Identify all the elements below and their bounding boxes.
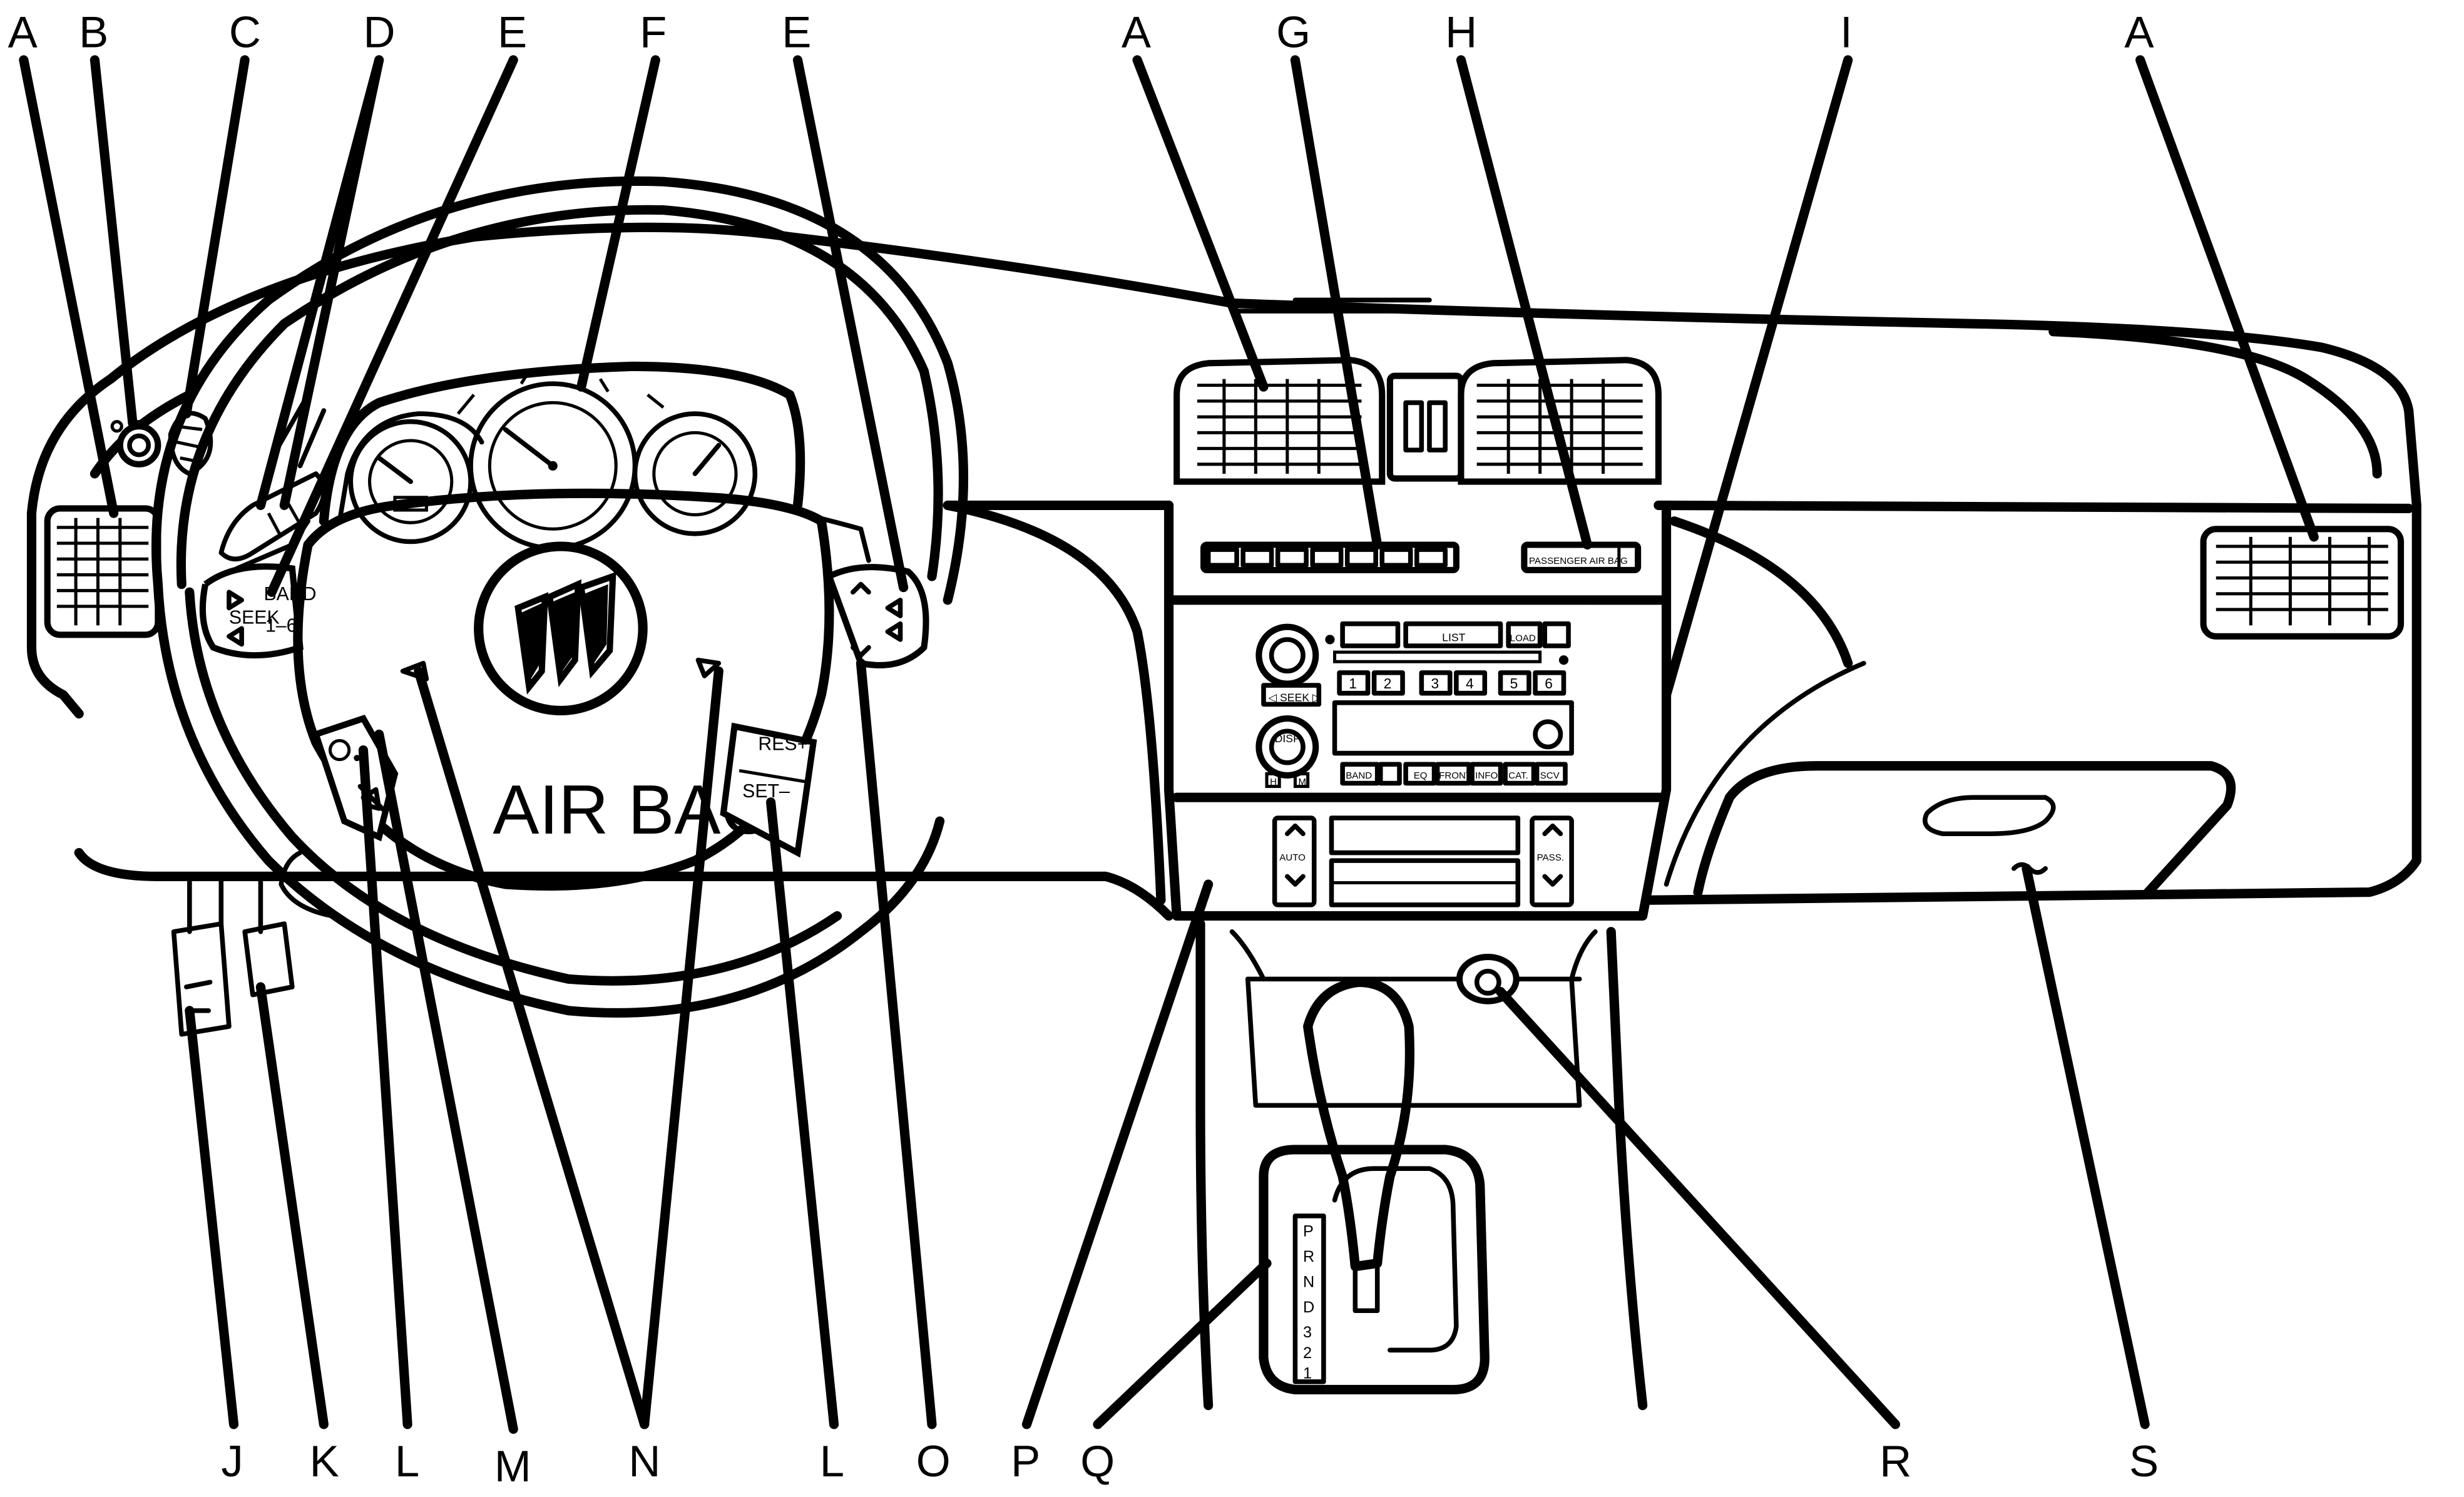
callout-c: C — [229, 8, 261, 57]
minute-label: M — [1298, 777, 1306, 787]
radio-bottom-buttons: BAND EQ FRONT INFO CAT. SCV — [1340, 762, 1568, 786]
tune-knob: DISP H M — [1255, 715, 1319, 789]
disp-label: DISP — [1275, 732, 1301, 745]
callout-labels-bottom: J K L M N L O P Q R S — [221, 1436, 2159, 1491]
preset-buttons: 1 2 3 4 5 6 — [1337, 670, 1567, 696]
seek-label: SEEK — [229, 608, 280, 628]
steering-wheel-hub — [293, 488, 871, 891]
callout-labels-top: A B C D E F E A G H I A — [8, 8, 2154, 57]
shift-position-r: R — [1303, 1248, 1314, 1265]
callout-s: S — [2129, 1436, 2159, 1486]
info-button-label: INFO — [1475, 770, 1498, 781]
preset-4: 4 — [1466, 675, 1474, 692]
callout-q: Q — [1080, 1436, 1115, 1486]
lower-right-spoke-controls: RES+ SET– — [720, 722, 817, 858]
shift-position-2: 2 — [1303, 1344, 1312, 1362]
passenger-airbag-indicator: PASSENGER AIR BAG — [1521, 541, 1642, 573]
callout-g: G — [1276, 8, 1311, 57]
center-vent-right-icon — [1458, 357, 1662, 485]
steering-wheel — [151, 176, 969, 1018]
headlamp-switch — [110, 420, 161, 467]
shift-position-3: 3 — [1303, 1324, 1312, 1341]
center-vent-left-icon — [1173, 357, 1386, 485]
callout-e-left: E — [498, 8, 527, 57]
callout-a-center: A — [1122, 8, 1151, 57]
shift-lever — [1303, 977, 1414, 1314]
preset-6: 6 — [1545, 675, 1553, 692]
auto-label: AUTO — [1279, 852, 1306, 863]
fuel-temp-gauge-icon — [632, 411, 758, 536]
power-icon — [1255, 623, 1319, 687]
passenger-airbag-label: PASSENGER AIR BAG — [1529, 556, 1628, 566]
callout-j: J — [221, 1436, 243, 1486]
eq-button-label: EQ — [1414, 770, 1428, 781]
cat-button-label: CAT. — [1508, 770, 1528, 781]
pedals — [171, 874, 295, 1037]
speedometer-icon — [468, 381, 638, 551]
buick-emblem-icon — [474, 541, 648, 716]
horn-icon — [400, 657, 722, 682]
hour-label: H — [1270, 777, 1277, 787]
seek-buttons-label: ◁ SEEK ▷ — [1269, 691, 1322, 703]
preset-3: 3 — [1431, 675, 1439, 692]
hazard-switch-housing — [1386, 372, 1465, 482]
resume-label: RES+ — [758, 734, 808, 755]
callout-b: B — [79, 8, 108, 57]
callout-l-left: L — [395, 1436, 419, 1486]
scv-button-label: SCV — [1540, 770, 1560, 781]
callout-d: D — [363, 8, 395, 57]
callout-a-right: A — [2124, 8, 2154, 57]
shift-position-p: P — [1303, 1223, 1314, 1240]
indicator-strip — [1200, 541, 1459, 573]
callout-e-right: E — [782, 8, 811, 57]
callout-l-right: L — [820, 1436, 844, 1486]
callout-m: M — [494, 1441, 531, 1491]
right-steering-controls — [825, 564, 929, 668]
list-label: LIST — [1442, 631, 1466, 643]
preset-5: 5 — [1510, 675, 1518, 692]
shift-position-d: D — [1303, 1299, 1314, 1316]
callout-f: F — [640, 8, 667, 57]
shift-position-1: 1 — [1303, 1365, 1312, 1382]
center-console — [1195, 919, 1648, 1411]
left-vent-icon — [44, 505, 161, 638]
glovebox — [1693, 761, 2236, 897]
front-button-label: FRONT — [1439, 770, 1471, 781]
callout-k: K — [310, 1436, 339, 1486]
shift-gate: P R N D 3 2 1 — [1259, 1145, 1490, 1394]
center-stack — [1163, 500, 1672, 921]
radio: LIST LOAD ◁ SEEK ▷ 1 2 3 4 5 6 DISP — [1255, 621, 1574, 789]
right-vent-icon — [2200, 526, 2405, 640]
lower-left-spoke-controls — [312, 714, 399, 842]
callout-r: R — [1879, 1436, 1911, 1486]
callout-o: O — [916, 1436, 951, 1486]
band-button-label: BAND — [1346, 770, 1372, 781]
load-label: LOAD — [1510, 633, 1536, 643]
cruise-icon — [328, 738, 360, 762]
set-label: SET– — [742, 781, 790, 802]
preset-label: 1–6 — [265, 615, 297, 636]
climate-control: AUTO PASS. — [1272, 815, 1574, 907]
tachometer-icon — [348, 419, 473, 544]
callout-a-left: A — [8, 8, 38, 57]
shift-position-n: N — [1303, 1273, 1314, 1290]
callout-n: N — [628, 1436, 660, 1486]
callout-h: H — [1445, 8, 1477, 57]
passenger-label: PASS. — [1537, 852, 1564, 863]
preset-2: 2 — [1384, 675, 1392, 692]
callout-i: I — [1840, 8, 1853, 57]
leader-lines — [19, 55, 2319, 1434]
preset-1: 1 — [1349, 675, 1357, 692]
callout-p: P — [1011, 1436, 1040, 1486]
